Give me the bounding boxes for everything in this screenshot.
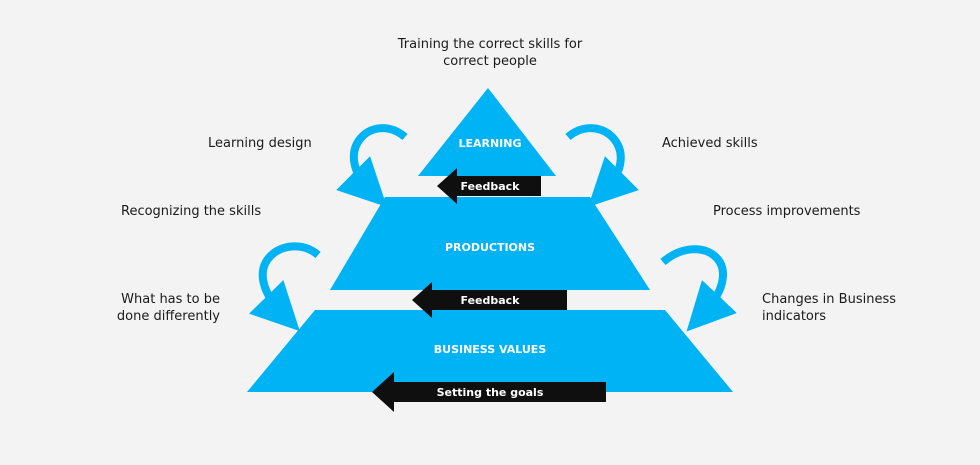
note-process-improvements: Process improvements xyxy=(713,204,861,219)
note-achieved-skills: Achieved skills xyxy=(662,136,758,151)
note-done-differently: What has to be done differently xyxy=(104,291,220,325)
tier-bottom-shape xyxy=(247,310,733,392)
note-business-indicators-line1: Changes in Business xyxy=(762,292,896,307)
tier-middle-label: PRODUCTIONS xyxy=(445,241,535,254)
tier-top-label: LEARNING xyxy=(458,137,521,150)
goals-arrow-label: Setting the goals xyxy=(437,386,544,399)
cycle-arrow-icon xyxy=(660,245,737,332)
feedback-arrow-middle-label: Feedback xyxy=(461,294,521,307)
note-done-differently-line2: done differently xyxy=(116,309,220,324)
tier-top-shape xyxy=(418,88,556,176)
cycle-arrow-icon xyxy=(336,124,408,207)
note-learning-design: Learning design xyxy=(208,136,312,151)
tier-bottom-label: BUSINESS VALUES xyxy=(434,343,547,356)
note-recognizing-skills: Recognizing the skills xyxy=(121,204,262,219)
feedback-arrow-top-label: Feedback xyxy=(461,180,521,193)
note-done-differently-line1: What has to be xyxy=(121,292,220,307)
note-top: Training the correct skills for correct … xyxy=(380,36,600,70)
feedback-arrow-middle xyxy=(412,282,567,318)
note-top-line2: correct people xyxy=(443,54,537,69)
cycle-arrow-icon xyxy=(565,124,639,207)
note-business-indicators-line2: indicators xyxy=(762,309,826,324)
note-business-indicators: Changes in Business indicators xyxy=(762,291,896,325)
note-top-line1: Training the correct skills for xyxy=(397,37,583,52)
cycle-arrow-icon xyxy=(249,242,321,332)
feedback-arrow-top xyxy=(437,168,541,204)
tier-middle-shape xyxy=(330,197,650,290)
goals-arrow xyxy=(372,372,606,412)
